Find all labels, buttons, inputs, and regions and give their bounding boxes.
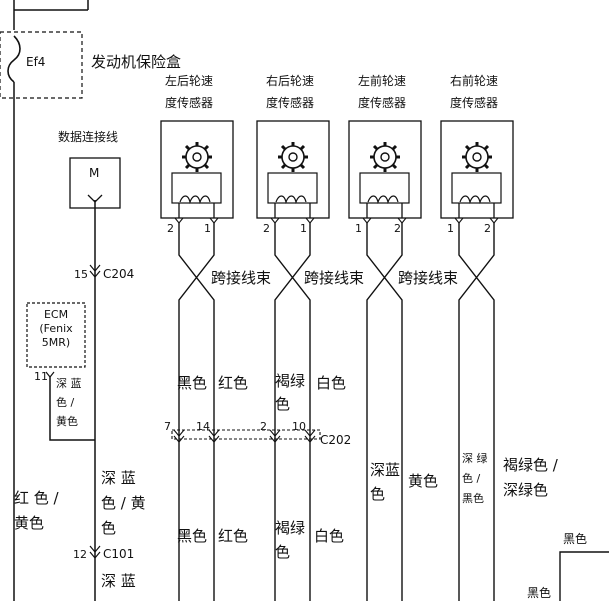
lower-s4-right-a: 褐绿色 / bbox=[503, 456, 558, 474]
mid-wire-b: 色 / 黄 bbox=[101, 494, 146, 512]
lower-s4-left-b: 色 / bbox=[462, 472, 481, 485]
c204-pin: 15 bbox=[74, 268, 88, 281]
c202-pin-2: 14 bbox=[196, 420, 210, 433]
upper-s2-right: 白色 bbox=[316, 374, 347, 392]
sensor-3-pin-right: 2 bbox=[394, 222, 401, 235]
ecm-box bbox=[26, 302, 95, 441]
ecm-line1: ECM bbox=[43, 308, 69, 321]
sensor-1-pin-right: 1 bbox=[204, 222, 211, 235]
mid-wire-a: 深 蓝 bbox=[101, 469, 136, 487]
bottom-wire-a: 深 蓝 bbox=[101, 572, 136, 590]
c204-name: C204 bbox=[103, 267, 135, 281]
sensor-4-line2: 度传感器 bbox=[450, 96, 499, 110]
c202-name: C202 bbox=[320, 433, 352, 447]
ground-connection bbox=[559, 551, 609, 601]
sensor-2-line2: 度传感器 bbox=[266, 96, 315, 110]
lower-s4-left-a: 深 绿 bbox=[462, 452, 488, 465]
data-link-label: 数据连接线 bbox=[58, 130, 119, 144]
ecm-wire-a: 深 蓝 bbox=[56, 377, 82, 390]
left-wire-a: 红 色 / bbox=[14, 489, 59, 507]
fuse-ef4 bbox=[0, 0, 89, 601]
ecm-line2: (Fenix bbox=[39, 322, 73, 335]
lower-s3-left-a: 深蓝 bbox=[370, 461, 401, 479]
lower-s2-left-b: 色 bbox=[275, 543, 291, 561]
fuse-box-label: 发动机保险盒 bbox=[91, 53, 182, 71]
mid-wire-c: 色 bbox=[101, 519, 117, 537]
ecm-line3: 5MR) bbox=[41, 336, 71, 349]
ground-label-a: 黑色 bbox=[563, 532, 588, 546]
data-link-pin: M bbox=[89, 166, 100, 180]
lower-s4-right-b: 深绿色 bbox=[503, 481, 549, 499]
sensor-3-line1: 左前轮速 bbox=[358, 74, 407, 88]
sensor-3-line2: 度传感器 bbox=[358, 96, 407, 110]
connector-c202 bbox=[171, 429, 321, 443]
crossing-label-1: 跨接线束 bbox=[211, 269, 272, 287]
sensor-4-pin-right: 2 bbox=[484, 222, 491, 235]
c101-pin: 12 bbox=[73, 548, 87, 561]
ground-label-b: 黑色 bbox=[527, 586, 552, 600]
crossing-label-2: 跨接线束 bbox=[304, 269, 365, 287]
sensor-boxes bbox=[160, 120, 514, 219]
sensor-1-pin-left: 2 bbox=[167, 222, 174, 235]
lower-s2-right: 白色 bbox=[314, 527, 345, 545]
fuse-id: Ef4 bbox=[26, 55, 46, 69]
upper-s2-left-b: 色 bbox=[275, 395, 291, 413]
connector-marks bbox=[89, 264, 101, 559]
sensor-1-line1: 左后轮速 bbox=[165, 74, 214, 88]
left-wire-b: 黄色 bbox=[14, 514, 45, 532]
upper-s1-right: 红色 bbox=[218, 374, 249, 392]
crossing-label-3: 跨接线束 bbox=[398, 269, 459, 287]
lower-s2-left-a: 褐绿 bbox=[275, 519, 306, 537]
upper-s2-left-a: 褐绿 bbox=[275, 372, 306, 390]
upper-s1-left: 黑色 bbox=[177, 374, 208, 392]
ecm-wire-b: 色 / bbox=[56, 396, 75, 409]
c202-pin-4: 10 bbox=[292, 420, 306, 433]
ecm-pin: 11 bbox=[34, 370, 48, 383]
sensor-4-line1: 右前轮速 bbox=[450, 74, 499, 88]
lower-s1-left: 黑色 bbox=[177, 527, 208, 545]
c202-pin-3: 2 bbox=[260, 420, 267, 433]
lower-s1-right: 红色 bbox=[218, 527, 249, 545]
sensor-1-line2: 度传感器 bbox=[165, 96, 214, 110]
lower-s3-right: 黄色 bbox=[408, 472, 439, 490]
c202-pin-1: 7 bbox=[164, 420, 171, 433]
c101-name: C101 bbox=[103, 547, 135, 561]
sensor-2-pin-left: 2 bbox=[263, 222, 270, 235]
ecm-wire-c: 黄色 bbox=[56, 415, 78, 428]
data-link-connector bbox=[69, 157, 121, 601]
sensor-4-pin-left: 1 bbox=[447, 222, 454, 235]
sensor-3-pin-left: 1 bbox=[355, 222, 362, 235]
sensor-2-pin-right: 1 bbox=[300, 222, 307, 235]
lower-s3-left-b: 色 bbox=[370, 485, 386, 503]
sensor-2-line1: 右后轮速 bbox=[266, 74, 315, 88]
lower-s4-left-c: 黑色 bbox=[462, 492, 484, 505]
